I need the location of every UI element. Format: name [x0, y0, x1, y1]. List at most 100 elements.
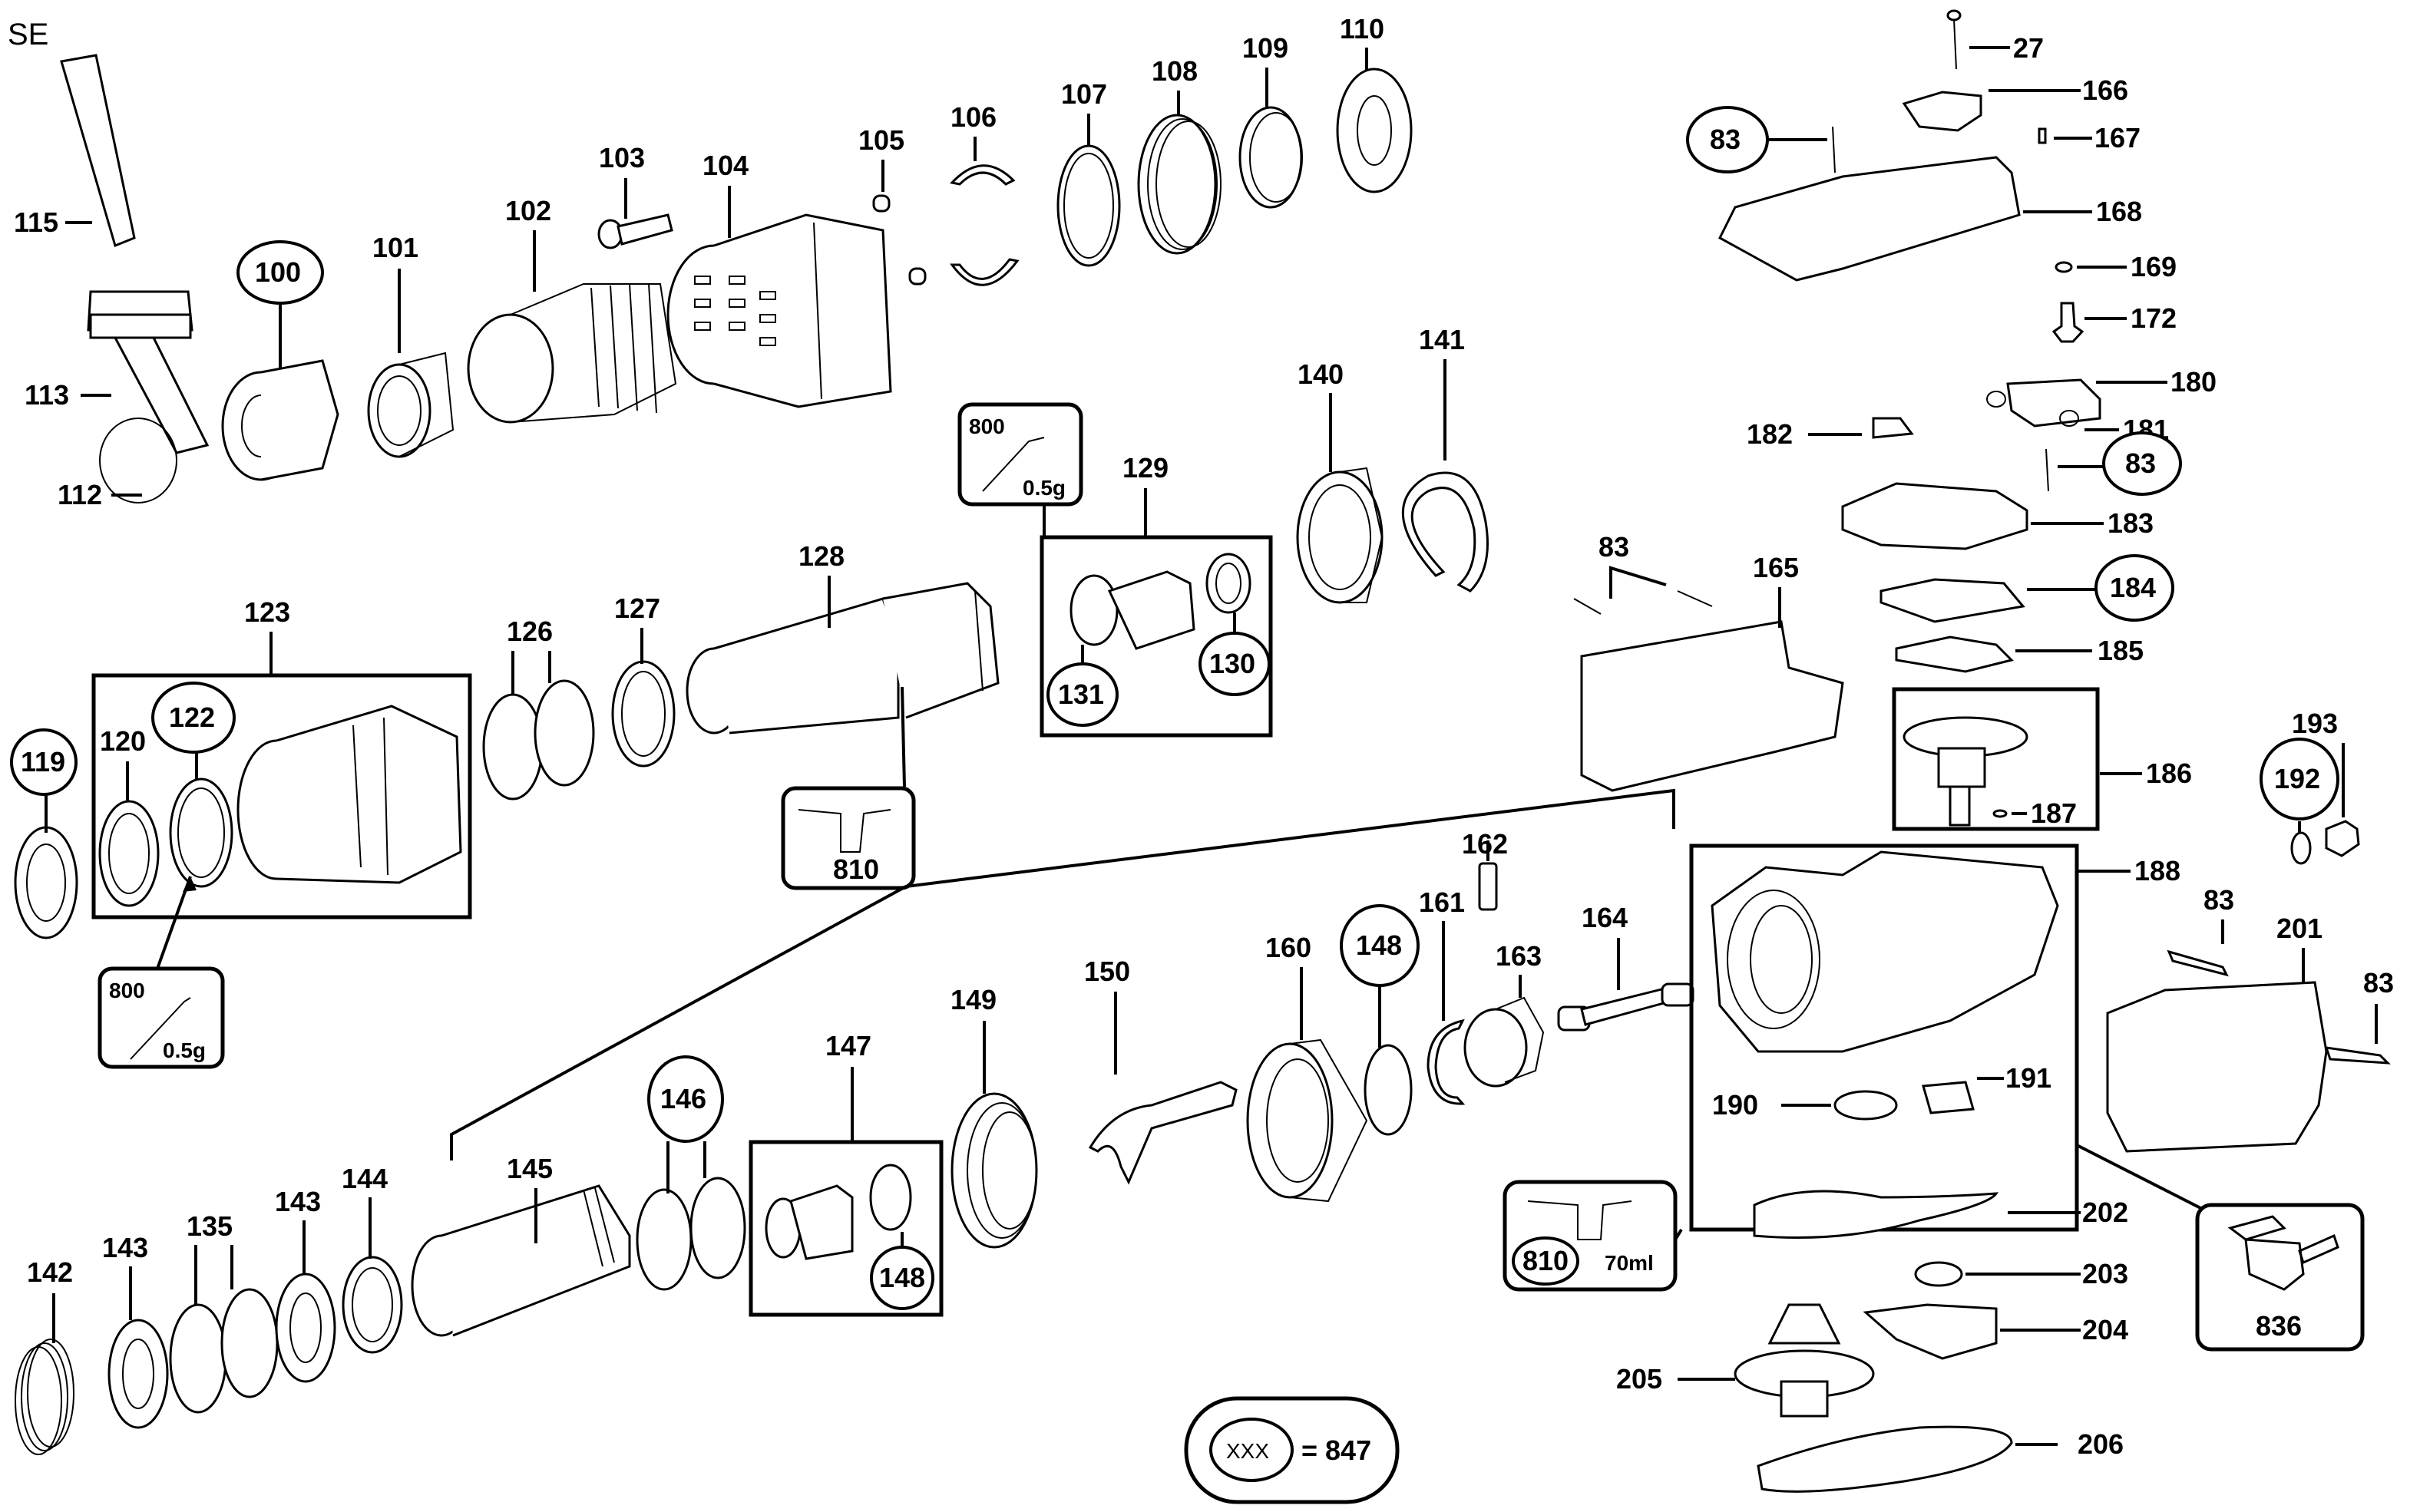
part-186-gear-shaft: [1903, 716, 2028, 827]
label-186: 186: [2146, 758, 2192, 789]
part-162-piston-pin: [1478, 862, 1498, 911]
label-140: 140: [1298, 358, 1344, 390]
label-108: 108: [1152, 55, 1198, 87]
label-100: 100: [255, 256, 301, 288]
label-164: 164: [1582, 902, 1628, 933]
circle-122: [151, 682, 236, 754]
label-160: 160: [1265, 932, 1311, 963]
part-127-ring: [611, 660, 676, 768]
label-190: 190: [1712, 1089, 1758, 1121]
part-202-chain: [1753, 1190, 1998, 1239]
assembly-box-123: [91, 673, 472, 919]
part-161-snap-ring: [1427, 1018, 1466, 1105]
oil-label-810-mid: 810: [833, 853, 879, 885]
legend-circled-parts: XXX = 847: [1184, 1396, 1400, 1504]
label-165: 165: [1753, 552, 1799, 583]
part-107-ring: [1056, 144, 1121, 267]
label-129: 129: [1122, 452, 1169, 484]
part-181-spring: [2059, 410, 2079, 427]
label-149: 149: [950, 984, 997, 1015]
part-126-rings: [482, 679, 595, 801]
label-126: 126: [507, 616, 553, 647]
label-104: 104: [703, 150, 749, 181]
oil-kit-810-right: 810 70ml: [1503, 1180, 1678, 1292]
label-191: 191: [2005, 1062, 2051, 1094]
label-202: 202: [2082, 1197, 2128, 1228]
label-166: 166: [2082, 74, 2128, 106]
part-182-slider: [1872, 417, 1914, 439]
part-172-shaft: [2051, 302, 2084, 343]
part-104-front-housing: [666, 213, 892, 408]
label-123: 123: [244, 596, 290, 628]
part-83-screw-b: [1677, 590, 1713, 607]
label-83a: 83: [1710, 124, 1741, 155]
part-150-shift-fork: [1088, 1081, 1238, 1185]
oil-qty: 70ml: [1605, 1251, 1654, 1275]
oil-label-810: 810: [1522, 1245, 1569, 1276]
part-108-spring: [1137, 114, 1222, 255]
part-135-washers: [169, 1288, 279, 1414]
label-163: 163: [1496, 940, 1542, 972]
part-83-screw-d: [2324, 1046, 2391, 1065]
grease-qty: 0.5g: [163, 1038, 206, 1062]
part-147-piston: [765, 1164, 912, 1260]
part-206-drive-belt: [1757, 1425, 2013, 1493]
grease-label-800-top: 800: [969, 414, 1005, 438]
part-83-screw-c: [2167, 949, 2229, 977]
leader-83c: [1609, 566, 1667, 599]
label-161: 161: [1419, 886, 1465, 918]
part-101-sleeve: [367, 352, 455, 458]
label-119: 119: [21, 746, 65, 777]
label-206: 206: [2078, 1428, 2124, 1460]
part-105-pins: [872, 194, 927, 286]
assembly-box-186: [1892, 687, 2100, 831]
part-190-ball-bearing: [1833, 1090, 1898, 1121]
part-110-washer: [1336, 68, 1413, 193]
label-148b: 148: [1356, 929, 1402, 961]
grease-kit-800-top: 800 0.5g: [957, 402, 1083, 507]
part-27-screw: [1946, 9, 1962, 70]
label-146: 146: [660, 1083, 706, 1114]
label-110: 110: [1340, 13, 1384, 45]
leader-128-to-810: [901, 686, 906, 787]
label-204: 204: [2082, 1314, 2128, 1345]
part-168-top-cover: [1718, 156, 2021, 282]
label-180: 180: [2170, 366, 2217, 398]
assembly-box-129: [1040, 535, 1273, 738]
part-184-gasket: [1879, 578, 2025, 623]
part-100-dust-cap: [221, 359, 339, 481]
part-164-connecting-rod: [1557, 982, 1694, 1032]
circle-192: [2260, 738, 2339, 820]
label-105: 105: [858, 124, 904, 156]
part-119-washer: [14, 826, 78, 939]
leader-188-to-836: [2076, 1144, 2210, 1214]
label-101: 101: [372, 232, 418, 263]
circle-83-top: [1686, 106, 1769, 173]
part-192-washer: [2290, 831, 2312, 865]
connector-line-assembly: [450, 788, 1675, 1160]
label-201: 201: [2276, 913, 2322, 944]
toolbox-kit-836: 836: [2195, 1203, 2365, 1352]
label-142: 142: [27, 1256, 73, 1288]
part-142-spring: [15, 1339, 74, 1455]
grease-qty-top: 0.5g: [1023, 476, 1066, 500]
label-103: 103: [599, 142, 645, 173]
label-185: 185: [2098, 635, 2144, 666]
part-167-set-screw: [2038, 127, 2047, 144]
legend-value: = 847: [1301, 1434, 1371, 1466]
part-204-bracket: [1863, 1303, 1998, 1360]
label-182: 182: [1747, 418, 1793, 450]
part-143-washer-b: [275, 1273, 336, 1383]
label-109: 109: [1242, 32, 1288, 64]
diagram-code: SE: [8, 18, 48, 51]
label-130: 130: [1209, 648, 1255, 679]
label-131: 131: [1058, 678, 1104, 710]
part-106-half-clips: [950, 164, 1020, 286]
label-143b: 143: [275, 1186, 321, 1217]
grease-label-800: 800: [109, 979, 145, 1002]
assembly-box-147: [749, 1140, 944, 1317]
label-127: 127: [614, 593, 660, 624]
label-113: 113: [25, 379, 69, 411]
label-203: 203: [2082, 1258, 2128, 1289]
label-188: 188: [2134, 855, 2180, 886]
